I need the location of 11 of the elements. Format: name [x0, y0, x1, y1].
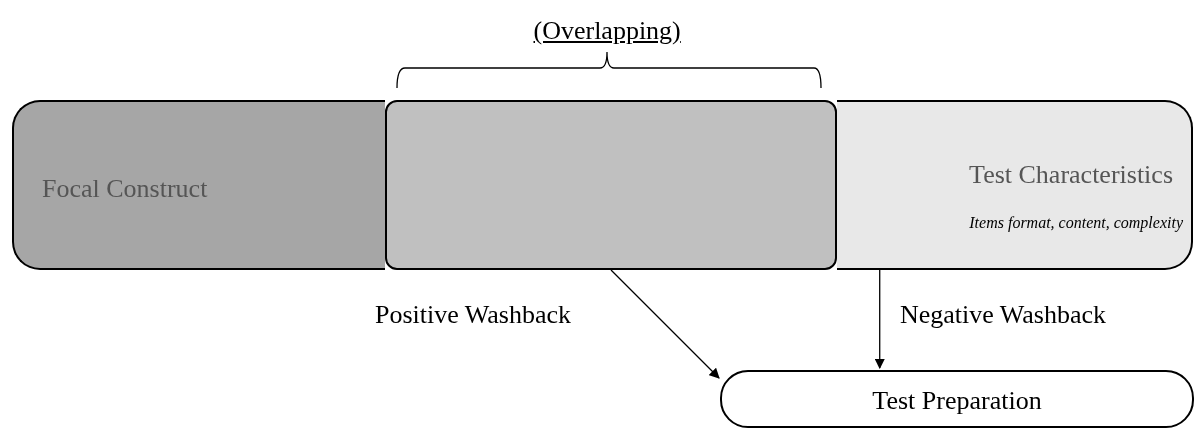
process-box — [720, 370, 1194, 428]
bracket-label: (Overlapping) — [533, 16, 681, 46]
overlap-box — [385, 100, 837, 270]
node-title: Test Preparation — [871, 386, 1043, 416]
construct-box — [12, 100, 385, 270]
node-subtitle: Items format, content, complexity — [969, 214, 1183, 232]
node-title: Test Characteristics — [969, 160, 1173, 190]
characteristics-box — [837, 100, 1193, 270]
arrow — [874, 269, 885, 370]
node-title: Focal Construct — [42, 174, 208, 204]
arrow — [610, 269, 720, 379]
